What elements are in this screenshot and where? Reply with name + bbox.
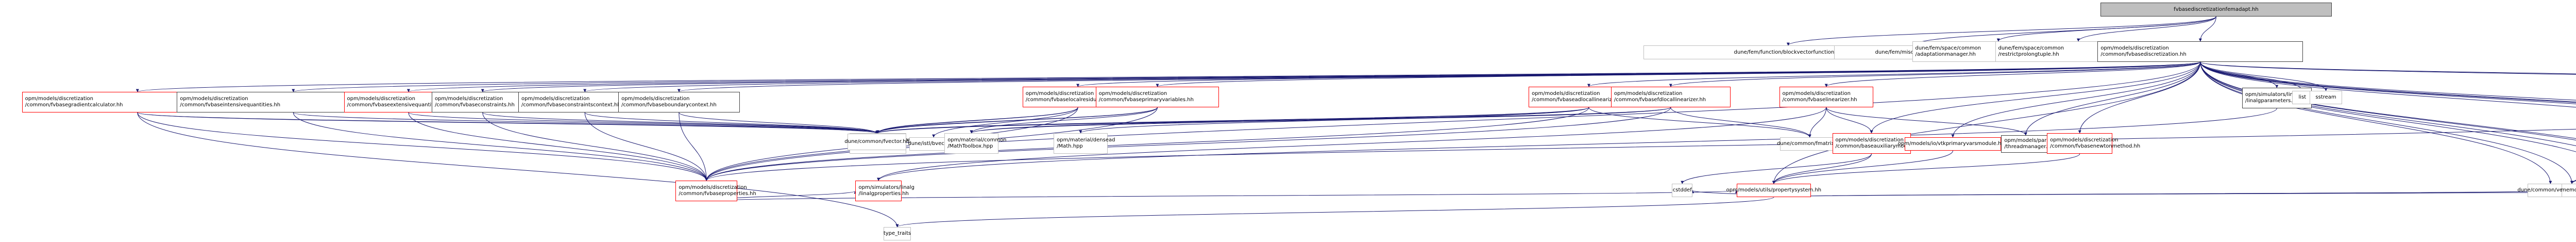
edge-fvdisc-to-nullborder xyxy=(2200,61,2576,74)
edge-fvdisc-to-primvars xyxy=(1156,61,2201,87)
edge-fvdisc-to-memory xyxy=(2200,61,2573,184)
graph-node-threadmgr[interactable]: opm/models/parallel /threadmanager.hpp xyxy=(2001,135,2057,153)
edge-fvdisc-to-elemctx xyxy=(2200,61,2576,75)
edge-fvdisc-to-intquant xyxy=(292,61,2201,92)
edge-gradcalc-to-typetraits xyxy=(137,112,899,228)
edge-linearizer-to-linalgprops xyxy=(877,107,1827,181)
graph-node-boundctx[interactable]: opm/models/discretization /common/fvbase… xyxy=(618,92,740,112)
edge-fdlocal-to-fmatrix xyxy=(1670,107,1811,138)
graph-node-memory[interactable]: memory xyxy=(2561,184,2576,197)
edge-extquant-to-fvprops xyxy=(408,112,708,181)
edge-fvdisc-to-linearizer xyxy=(1824,61,2201,87)
graph-node-propsys[interactable]: opm/models/utils/propertysystem.hh xyxy=(1726,184,1821,197)
edge-root-to-blockvec xyxy=(1786,16,2216,46)
edge-linalgparams-to-linalgprops xyxy=(877,108,2277,181)
edge-constraints-to-fvprops xyxy=(482,112,708,181)
edge-fvdisc-to-aligned xyxy=(2200,61,2576,104)
edge-locres-to-bvector xyxy=(932,107,1078,138)
edge-fvdisc-to-newton xyxy=(2078,61,2201,134)
graph-node-list[interactable]: list xyxy=(2292,91,2313,104)
edge-aligned-to-memory xyxy=(2570,180,2576,184)
edge-fvdisc-to-stdexcept xyxy=(2200,61,2576,103)
edge-boundctx-to-fvector xyxy=(679,112,879,134)
edge-fdlocal-to-fvprops xyxy=(705,107,1671,181)
edge-linearizer-to-threadmgr xyxy=(1826,107,2027,136)
graph-node-linalgprops[interactable]: opm/simulators/linalg /linalgproperties.… xyxy=(855,181,914,201)
edge-fvdisc-to-locres xyxy=(1076,61,2201,87)
edge-fvdisc-to-string xyxy=(2200,61,2576,139)
edge-fvdisc-to-gridcomm xyxy=(2200,61,2576,108)
graph-node-vtkprim[interactable]: opm/models/io/vtkprimaryvarsmodule.hpp xyxy=(1898,137,2008,151)
edge-fvdisc-to-vtkprim xyxy=(1951,61,2201,138)
graph-node-mathtoolbox[interactable]: opm/material/common /MathToolbox.hpp xyxy=(944,133,1007,154)
edge-gradcalc-to-fvprops xyxy=(137,112,708,181)
edge-root-to-adaptmgr xyxy=(1996,16,2216,42)
edge-fvdisc-to-vector xyxy=(2200,61,2576,152)
edge-adlocal-to-fvprops xyxy=(705,107,1589,181)
edge-fvdisc-to-utility xyxy=(2200,61,2576,141)
edge-root-to-restrict xyxy=(2077,16,2216,42)
edge-intquant-to-valgrind xyxy=(293,112,879,134)
graph-node-primvars[interactable]: opm/models/discretization /common/fvbase… xyxy=(1095,87,1219,107)
graph-node-fdlocal[interactable]: opm/models/discretization /common/fvbase… xyxy=(1611,87,1731,107)
edge-propsys-to-string xyxy=(1773,192,2576,198)
edge-extquant-to-valgrind xyxy=(408,112,879,134)
graph-node-fmatrix[interactable]: dune/common/fmatrix.hh xyxy=(1777,137,1842,151)
edge-intquant-to-fvprops xyxy=(293,112,708,181)
edge-primvars-to-fvector xyxy=(875,107,1158,134)
edge-root-to-fvdisc xyxy=(2198,16,2216,42)
edge-fvdisc-to-propsys xyxy=(1772,61,2201,184)
edge-fvdisc-to-extquant xyxy=(407,61,2201,92)
edge-linearizer-to-baseaux xyxy=(1826,107,1873,134)
edge-fvdisc-to-threadmgr xyxy=(2024,61,2201,136)
graph-node-fvprops[interactable]: opm/models/discretization /common/fvbase… xyxy=(675,181,756,201)
graph-node-constraints[interactable]: opm/models/discretization /common/fvbase… xyxy=(431,92,534,112)
edge-baseaux-to-propsys xyxy=(1772,153,1872,184)
graph-node-root[interactable]: fvbasediscretizationfemadapt.hh xyxy=(2100,3,2332,17)
edge-constrctx-to-fvprops xyxy=(584,112,708,181)
edge-fdlocal-to-fvector xyxy=(875,107,1671,134)
edge-fvdisc-to-fdlocal xyxy=(1669,61,2201,87)
edge-boundctx-to-fvprops xyxy=(679,112,708,181)
edge-fvdisc-to-constrctx xyxy=(583,61,2201,92)
graph-node-linearizer[interactable]: opm/models/discretization /common/fvbase… xyxy=(1779,87,1873,107)
edge-fvdisc-to-baseaux xyxy=(1870,61,2201,134)
graph-node-densemath[interactable]: opm/material/densead /Math.hpp xyxy=(1054,133,1115,154)
edge-gradcalc-to-fvector xyxy=(137,112,878,134)
edge-constrctx-to-fvector xyxy=(584,112,878,134)
edge-locres-to-fvector xyxy=(875,107,1078,134)
edge-baseaux-to-cstddef xyxy=(1681,153,1872,184)
edge-fvdisc-to-fvprops xyxy=(705,61,2201,181)
edge-primvars-to-mathtoolbox xyxy=(970,107,1158,134)
edge-simulator-to-memory xyxy=(2570,180,2576,184)
edge-fvdisc-to-list xyxy=(2200,61,2304,91)
edge-adlocal-to-fmatrix xyxy=(1588,107,1811,138)
graph-node-fvdisc[interactable]: opm/models/discretization /common/fvbase… xyxy=(2097,41,2303,62)
edge-newton-to-propsys xyxy=(1772,153,2080,184)
graph-node-typetraits[interactable]: type_traits xyxy=(884,227,911,240)
graph-node-fvector[interactable]: dune/common/fvector.hh xyxy=(844,134,909,150)
edge-adlocal-to-fvector xyxy=(875,107,1589,134)
graph-node-cstddef[interactable]: cstddef xyxy=(1672,184,1693,197)
graph-node-sstream[interactable]: sstream xyxy=(2310,91,2342,104)
edge-propsys-to-typetraits xyxy=(895,197,1774,228)
edge-fvdisc-to-simulator xyxy=(2200,61,2576,101)
edge-fvdisc-to-linalgparams xyxy=(2200,61,2279,88)
edge-fvdisc-to-version xyxy=(2200,61,2552,184)
edge-fvdisc-to-algorithm xyxy=(2200,61,2576,147)
edge-vtkprim-to-propsys xyxy=(1772,150,1953,184)
edge-linearizer-to-fmatrix xyxy=(1808,107,1827,138)
edge-fvdisc-to-adlocal xyxy=(1587,61,2201,87)
graph-node-newton[interactable]: opm/models/discretization /common/fvbase… xyxy=(2047,133,2140,154)
